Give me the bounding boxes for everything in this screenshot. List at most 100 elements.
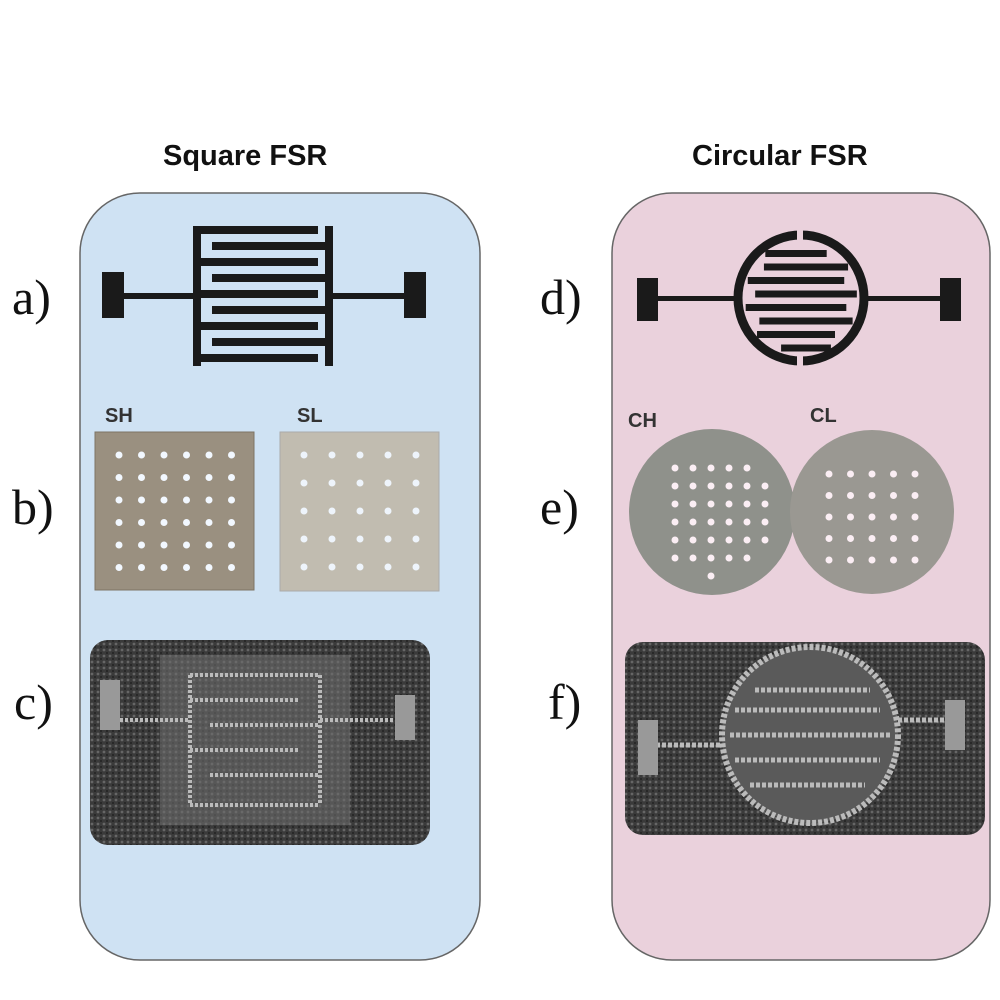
electrode-finger: [193, 258, 318, 266]
spacer-hole: [412, 479, 420, 487]
spacer-hole: [384, 507, 392, 515]
electrode-finger: [193, 290, 318, 298]
spacer-hole: [228, 564, 235, 571]
spacer-hole: [671, 500, 679, 508]
spacer-hole: [115, 541, 123, 549]
spacer-hole: [725, 464, 733, 472]
spacer-hole: [384, 451, 392, 459]
spacer-hole: [228, 474, 235, 481]
spacer-hole: [412, 451, 420, 459]
spacer-hole: [228, 496, 235, 504]
spacer-hole: [868, 535, 876, 542]
electrode-finger: [747, 277, 845, 284]
electrode-finger: [781, 344, 831, 352]
spacer-hole: [689, 518, 697, 526]
spacer-hole: [890, 535, 897, 542]
spacer-hole: [300, 479, 308, 487]
spacer-hole: [847, 492, 854, 499]
spacer-hole: [689, 464, 697, 472]
spacer-hole: [707, 500, 715, 508]
spacer-hole: [205, 451, 213, 459]
spacer-hole: [160, 519, 168, 526]
spacer-hole: [384, 479, 392, 487]
electrode-finger: [745, 304, 847, 311]
spacer-hole: [911, 470, 919, 478]
spacer-hole: [160, 474, 168, 481]
spacer-hole: [205, 519, 213, 526]
spacer-hole: [138, 519, 145, 526]
circular-fsr-photo: [625, 642, 985, 835]
spacer-hole: [412, 563, 420, 571]
square-fsr-photo: [90, 640, 430, 845]
spacer-hole: [707, 554, 715, 562]
electrode-finger: [759, 317, 853, 325]
electrode-finger: [212, 338, 333, 346]
spacer-hole: [115, 564, 123, 571]
spacer-hole: [183, 564, 190, 571]
electrode-finger: [212, 274, 333, 282]
spacer-hole: [847, 535, 854, 542]
spacer-hole: [300, 563, 308, 571]
spacer-hole: [868, 470, 876, 478]
spacer-hole: [689, 500, 697, 508]
spacer-hole: [707, 518, 715, 526]
spacer-hole: [183, 541, 190, 549]
spacer-hole: [205, 496, 213, 504]
spacer-hole: [761, 536, 769, 544]
spacer-hole: [356, 507, 364, 515]
spacer-hole: [761, 482, 769, 490]
spacer-hole: [356, 479, 364, 487]
spacer-hole: [183, 451, 190, 459]
spacer-hole: [328, 535, 336, 543]
spacer-hole: [725, 554, 733, 562]
spacer-hole: [847, 470, 854, 478]
spacer-hole: [825, 556, 833, 564]
spacer-hole: [183, 519, 190, 526]
spacer-hole: [743, 500, 751, 508]
spacer-sh: [94, 431, 255, 591]
spacer-hole: [890, 556, 897, 564]
spacer-hole: [890, 470, 897, 478]
spacer-hole: [205, 541, 213, 549]
spacer-hole: [847, 513, 854, 521]
electrode-finger: [757, 331, 835, 338]
spacer-hole: [160, 564, 168, 571]
spacer-hole: [300, 451, 308, 459]
spacer-ch: [629, 429, 795, 595]
spacer-hole: [328, 451, 336, 459]
spacer-hole: [868, 513, 876, 521]
spacer-hole: [911, 492, 919, 499]
label-e: e): [540, 479, 579, 535]
spacer-hole: [707, 536, 715, 544]
spacer-hole: [689, 482, 697, 490]
spacer-hole: [115, 474, 123, 481]
spacer-hole: [328, 563, 336, 571]
sample-label-sh: SH: [105, 405, 133, 427]
electrode-finger: [765, 250, 827, 257]
spacer-hole: [890, 492, 897, 499]
spacer-hole: [725, 482, 733, 490]
spacer-hole: [743, 536, 751, 544]
spacer-hole: [384, 563, 392, 571]
spacer-hole: [138, 541, 145, 549]
label-c: c): [14, 674, 53, 730]
spacer-hole: [671, 554, 679, 562]
circular-fsr-title: Circular FSR: [692, 140, 868, 172]
square-electrode-diagram: [102, 226, 426, 366]
spacer-hole: [825, 513, 833, 521]
spacer-hole: [138, 564, 145, 571]
spacer-hole: [160, 496, 168, 504]
electrode-finger: [763, 263, 849, 271]
spacer-hole: [707, 482, 715, 490]
spacer-hole: [205, 564, 213, 571]
spacer-hole: [825, 492, 833, 499]
spacer-hole: [328, 507, 336, 515]
spacer-hole: [911, 535, 919, 542]
electrode-finger: [193, 354, 318, 362]
spacer-hole: [890, 513, 897, 521]
spacer-hole: [707, 572, 715, 580]
spacer-hole: [183, 474, 190, 481]
spacer-hole: [138, 474, 145, 481]
spacer-hole: [743, 518, 751, 526]
